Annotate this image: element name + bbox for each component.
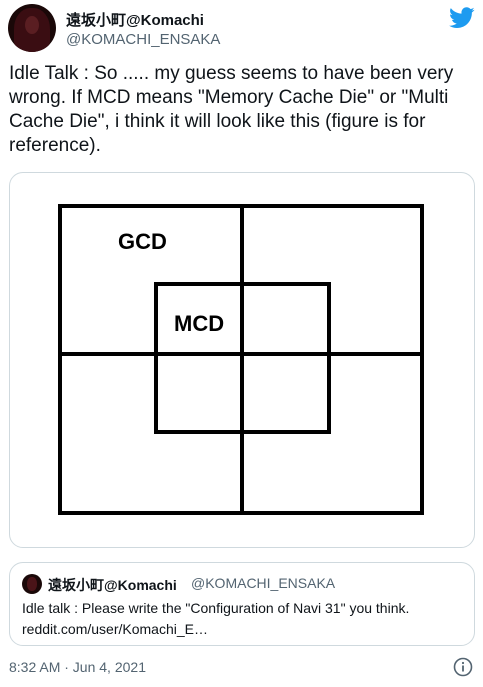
quoted-author-handle: @KOMACHI_ENSAKA [191, 575, 336, 591]
quoted-tweet-link[interactable]: reddit.com/user/Komachi_E… [22, 621, 208, 637]
tweet-timestamp[interactable]: 8:32 AM · Jun 4, 2021 [9, 659, 146, 675]
quoted-tweet-text: Idle talk : Please write the "Configurat… [22, 600, 410, 616]
info-icon[interactable] [453, 657, 473, 677]
quoted-tweet[interactable]: 遠坂小町@Komachi @KOMACHI_ENSAKA Idle talk :… [9, 562, 475, 646]
author-name[interactable]: 遠坂小町@Komachi [66, 12, 204, 29]
author-avatar[interactable] [8, 4, 56, 52]
quoted-avatar-figure [27, 577, 37, 591]
twitter-bird-icon[interactable] [449, 7, 475, 29]
gcd-mcd-diagram: GCD MCD [58, 204, 424, 515]
gcd-label: GCD [118, 229, 167, 254]
quoted-author-name: 遠坂小町@Komachi [48, 577, 177, 593]
mcd-label: MCD [174, 311, 224, 336]
avatar-face [25, 16, 39, 34]
author-handle[interactable]: @KOMACHI_ENSAKA [66, 31, 221, 48]
quoted-author-avatar [22, 574, 42, 594]
tweet-image[interactable]: GCD MCD [9, 172, 475, 548]
mcd-box [154, 282, 331, 434]
tweet-text: Idle Talk : So ..... my guess seems to h… [9, 63, 454, 156]
